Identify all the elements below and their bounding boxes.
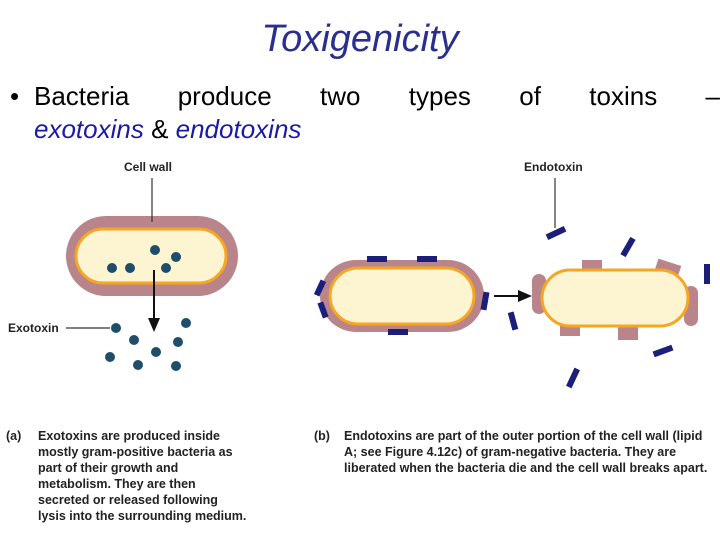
cell-membrane-lysed [540, 268, 690, 328]
bullet-text: Bacteria produce two types of toxins – [34, 81, 720, 111]
caption-b-term: Endotoxins [344, 429, 413, 443]
exotoxin-label: Exotoxin [8, 321, 59, 335]
released-endotoxins [507, 226, 710, 389]
cell-membrane [74, 227, 228, 285]
gram-negative-cell-lysed [532, 258, 698, 340]
endotoxins-term: endotoxins [175, 114, 302, 144]
bullet-terms: exotoxins & endotoxins [34, 113, 301, 146]
internal-exotoxins [107, 245, 181, 273]
cell-membrane-b [328, 266, 476, 326]
caption-a-term: Exotoxins [38, 429, 98, 443]
caption-a-description: are produced inside mostly gram-positive… [38, 429, 247, 523]
gram-positive-cell [66, 216, 238, 296]
broken-wall-bottom-right [618, 326, 638, 340]
ampersand-connector: & [143, 114, 176, 144]
lysis-arrowhead [518, 290, 532, 302]
secretion-arrowhead [148, 318, 160, 332]
exotoxins-term: exotoxins [34, 114, 144, 144]
caption-b-text: Endotoxins are part of the outer portion… [344, 428, 712, 476]
bullet-marker: • [10, 81, 20, 111]
toxin-diagram: Cell wall Exotoxin Endotoxin [8, 160, 710, 389]
gram-negative-cell-intact [320, 260, 484, 332]
caption-a-tag: (a) [6, 429, 22, 443]
cell-wall-label: Cell wall [124, 160, 172, 174]
endotoxin-label: Endotoxin [524, 160, 583, 174]
released-exotoxins [105, 318, 191, 371]
caption-b-description: are part of the outer portion of the cel… [344, 429, 708, 475]
caption-a-text: Exotoxins are produced inside mostly gra… [38, 428, 248, 524]
slide-title: Toxigenicity [261, 18, 459, 60]
caption-b-tag: (b) [314, 429, 330, 443]
bound-endotoxins [313, 256, 490, 335]
